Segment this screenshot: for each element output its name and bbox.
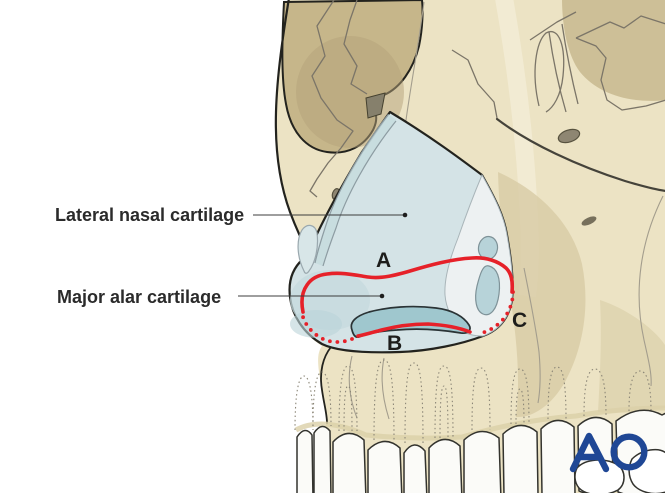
marker-a: A: [376, 249, 391, 272]
tooth-root-outline: [471, 367, 491, 431]
cartilage-blob: [475, 265, 501, 316]
marker-b: B: [387, 332, 402, 355]
suture-line: [343, 0, 368, 95]
label-major-alar-cartilage: Major alar cartilage: [57, 287, 221, 307]
tooth: [463, 430, 502, 493]
tooth: [296, 429, 314, 493]
infraorbital-rim: [495, 117, 665, 192]
label-lateral-nasal-cartilage: Lateral nasal cartilage: [55, 205, 244, 225]
leader-dot: [379, 293, 385, 299]
facial-profile: [274, 0, 311, 256]
infraorbital-foramen: [557, 128, 581, 144]
tooth: [367, 440, 403, 493]
cheek-shading: [498, 172, 586, 418]
suture-line: [561, 23, 579, 105]
ao-logo: AO: [569, 432, 648, 473]
tooth-root-outline: [312, 371, 332, 427]
suture-line: [575, 15, 665, 39]
tooth-root-outline: [628, 370, 652, 412]
tooth: [502, 424, 539, 493]
zygomatic-region: [562, 0, 665, 101]
tooth: [313, 425, 332, 493]
suture-line: [548, 31, 567, 113]
marker-c: C: [512, 309, 527, 332]
anterior-maxilla-edge: [320, 346, 332, 424]
tooth: [540, 419, 576, 493]
supratip-contour: [297, 224, 319, 274]
tooth-root-outline: [434, 365, 454, 439]
lacrimal-fossa: [534, 30, 565, 113]
annotation-group: Lateral nasal cartilage Major alar carti…: [55, 205, 527, 355]
tooth-root-outline: [294, 375, 314, 431]
dorsal-strip: [315, 114, 396, 266]
tooth-root-inner: [439, 385, 449, 439]
ao-logo-letter-o: [610, 433, 648, 471]
tooth-root-inner: [343, 385, 353, 432]
canine-eminence-line: [523, 267, 541, 404]
tooth: [332, 432, 367, 493]
dorsal-strip-line: [314, 114, 389, 264]
tooth-root-outline: [404, 362, 424, 444]
red-outline-solid-top: [300, 256, 515, 314]
tooth-root-outline: [510, 368, 530, 425]
root-eminence-line: [381, 357, 390, 420]
red-outline-solid-bottom: [356, 322, 472, 338]
tooth: [628, 448, 665, 493]
ramus-contour: [638, 195, 664, 387]
tooth-root-inner: [515, 388, 525, 425]
tooth-root-outline: [373, 359, 395, 441]
tooth: [428, 438, 463, 493]
suture-line: [529, 11, 577, 41]
orbit-shadow: [296, 36, 404, 148]
gum-line: [294, 405, 665, 441]
zygomatic-foramen: [581, 216, 597, 226]
red-outline-dotted-right: [480, 290, 515, 335]
tooth: [574, 459, 625, 493]
suture-line: [575, 37, 665, 111]
lateral-shading: [598, 300, 665, 413]
suture-line: [451, 49, 498, 119]
lacrimal-notch: [365, 92, 386, 119]
tooth: [403, 444, 428, 493]
leader-dot: [402, 212, 408, 218]
dorsal-strip-line: [322, 120, 397, 267]
red-outline-dotted-left: [301, 315, 354, 344]
suture-line: [309, 0, 354, 198]
teeth-group: [294, 359, 665, 493]
alar-cartilage-red-outline: [300, 256, 515, 344]
